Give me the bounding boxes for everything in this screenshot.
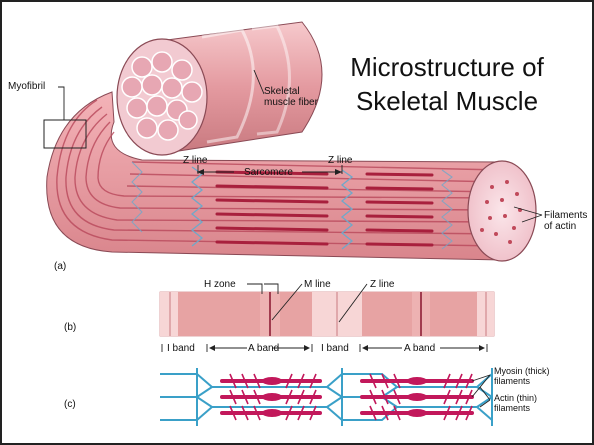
title-line-1: Microstructure of <box>302 52 592 82</box>
label-sarcomere: Sarcomere <box>244 167 293 178</box>
label-i-band-2: I band <box>321 343 349 354</box>
label-skeletal-1: Skeletal <box>264 86 300 97</box>
label-panel-c: (c) <box>64 399 76 410</box>
label-z-line-left: Z line <box>183 155 208 166</box>
label-a-band-1: A band <box>248 343 279 354</box>
label-filaments-2: of actin <box>544 221 576 232</box>
leader-lines-c <box>472 375 490 407</box>
label-myofibril: Myofibril <box>8 81 45 92</box>
label-i-band-1: I band <box>167 343 195 354</box>
title-line-2: Skeletal Muscle <box>302 86 592 116</box>
label-filaments-1: Filaments <box>544 210 587 221</box>
label-z-line-b: Z line <box>370 279 395 290</box>
label-myosin-2: filaments <box>494 376 531 386</box>
label-m-line: M line <box>304 279 331 290</box>
label-actin-1: Actin (thin) <box>494 393 537 403</box>
label-z-line-right: Z line <box>328 155 353 166</box>
label-myosin-1: Myosin (thick) <box>494 366 550 376</box>
sarcomere-band-strip <box>160 292 494 336</box>
label-h-zone: H zone <box>204 279 236 290</box>
label-actin-2: filaments <box>494 403 531 413</box>
label-a-band-2: A band <box>404 343 435 354</box>
label-panel-a: (a) <box>54 261 66 272</box>
filament-arrangement <box>160 368 492 426</box>
label-panel-b: (b) <box>64 322 76 333</box>
